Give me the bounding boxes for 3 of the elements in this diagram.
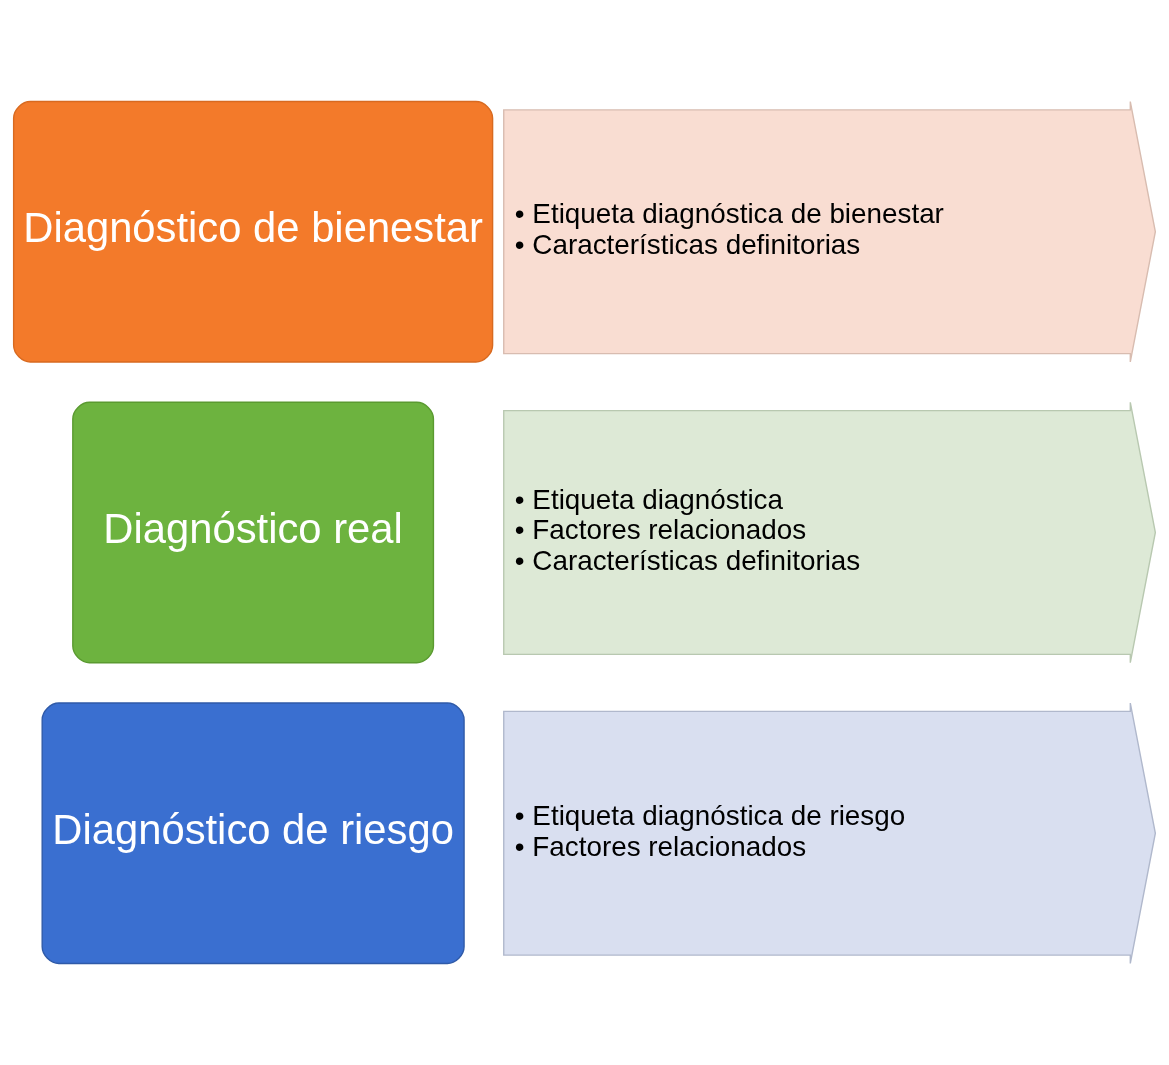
node-box: Diagnóstico real (72, 401, 435, 664)
node-box: Diagnóstico de riesgo (41, 702, 465, 965)
node-box: Diagnóstico de bienestar (12, 100, 494, 363)
